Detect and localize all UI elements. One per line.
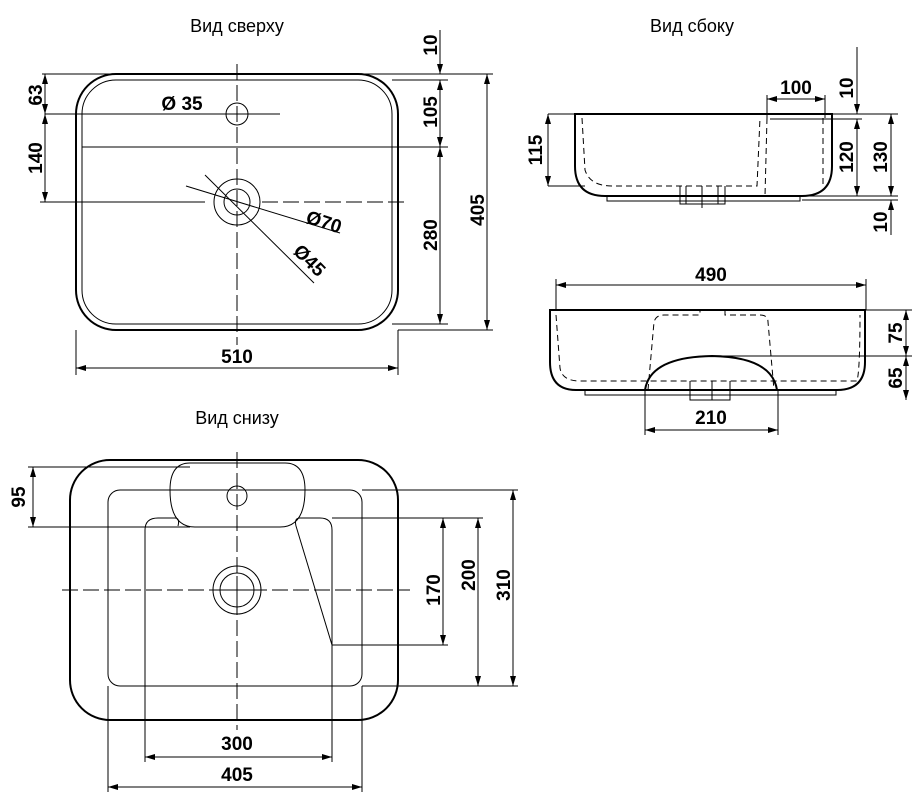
side-outline xyxy=(574,113,833,197)
dim-100: 100 xyxy=(780,78,812,99)
dim-510: 510 xyxy=(221,347,253,368)
dim-170: 170 xyxy=(424,574,445,606)
dim-130: 130 xyxy=(871,141,892,173)
dim-105: 105 xyxy=(421,96,442,128)
dim-drain-45: Ø45 xyxy=(289,241,330,282)
dim-140: 140 xyxy=(26,142,47,174)
faucet-deck xyxy=(169,462,306,528)
dim-65: 65 xyxy=(886,367,907,389)
dim-200: 200 xyxy=(459,559,480,591)
dim-405: 405 xyxy=(468,194,489,226)
dim-405-bottom: 405 xyxy=(221,765,253,786)
dim-310: 310 xyxy=(494,569,515,601)
dim-490: 490 xyxy=(695,265,727,286)
dim-120: 120 xyxy=(837,141,858,173)
dim-63: 63 xyxy=(26,84,47,105)
dim-10-top: 10 xyxy=(837,77,858,98)
front-view: 490 75 65 210 xyxy=(549,265,912,435)
dim-75: 75 xyxy=(886,322,907,344)
dim-300: 300 xyxy=(221,734,253,755)
dim-280: 280 xyxy=(421,219,442,251)
dim-10-bottom: 10 xyxy=(871,211,892,232)
dim-210: 210 xyxy=(695,408,727,429)
dim-115: 115 xyxy=(526,134,547,165)
side-view: Вид сбоку 115 100 10 120 130 10 xyxy=(526,16,898,235)
dim-95: 95 xyxy=(9,486,30,508)
side-view-title: Вид сбоку xyxy=(650,16,734,36)
top-view-title: Вид сверху xyxy=(190,16,284,36)
bottom-view-title: Вид снизу xyxy=(195,408,279,428)
drain-inner xyxy=(223,188,251,216)
top-view: Вид сверху 63 140 10 105 280 405 510 Ø 3… xyxy=(26,16,493,375)
dim-10: 10 xyxy=(421,34,442,55)
dim-drain-70: Ø70 xyxy=(303,207,344,238)
bottom-view: Вид снизу 95 170 200 310 300 405 xyxy=(9,408,518,792)
drain-outer xyxy=(213,178,261,226)
front-outline xyxy=(549,309,866,391)
dim-hole-35: Ø 35 xyxy=(161,94,203,115)
bottom-rim-outline xyxy=(107,489,363,687)
